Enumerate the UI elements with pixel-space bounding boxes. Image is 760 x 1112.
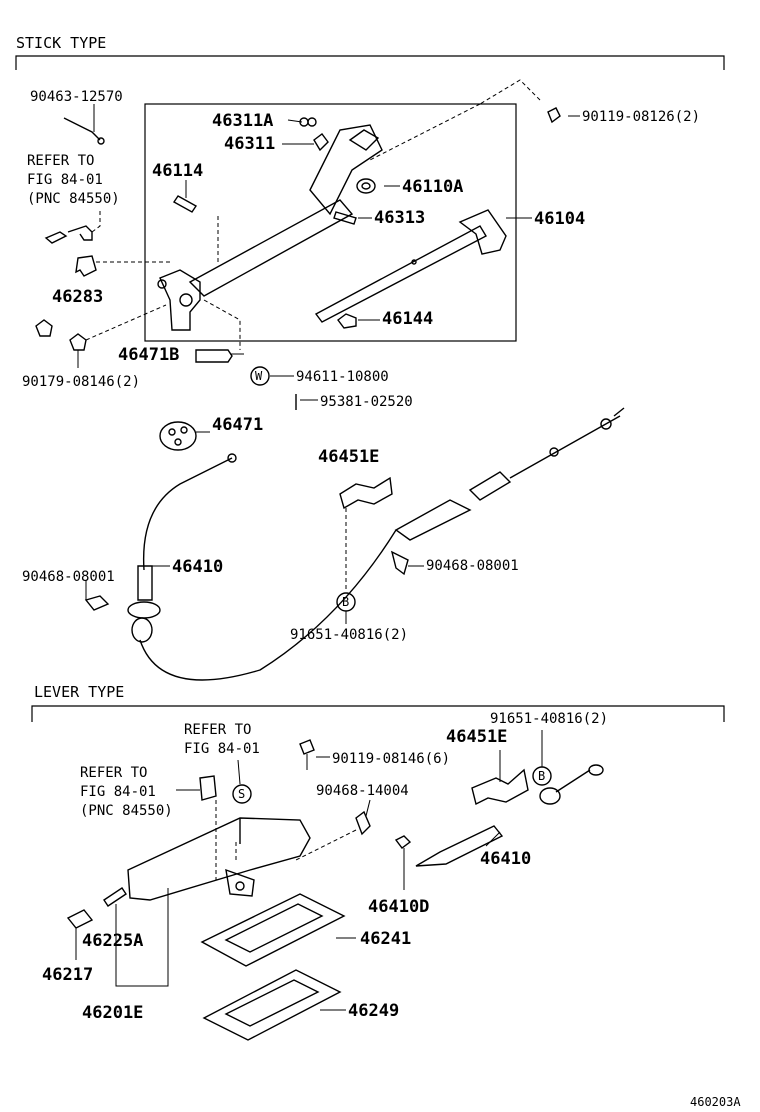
label-46410D: 46410D <box>368 897 429 917</box>
bolt-90119-08126 <box>369 79 561 161</box>
label-46451E-lever: 46451E <box>446 727 507 747</box>
rod-part <box>63 104 105 145</box>
label-46225A: 46225A <box>82 931 143 951</box>
washer-marker-letter: W <box>255 369 263 383</box>
label-46201E: 46201E <box>82 1003 143 1023</box>
label-46249: 46249 <box>348 1001 399 1021</box>
label-91651-40816-lever: 91651-40816(2) <box>490 711 608 727</box>
label-95381-02520: 95381-02520 <box>320 394 413 410</box>
marker-s-letter: S <box>238 787 245 801</box>
clip-90468-right <box>390 550 409 576</box>
label-refer1-line2: FIG 84-01 <box>27 172 103 188</box>
bracket-46451E-stick <box>339 476 393 592</box>
label-refer2-line1: REFER TO <box>80 765 147 781</box>
marker-b-stick-letter: B <box>342 595 349 609</box>
label-refer2-line2: FIG 84-01 <box>80 784 156 800</box>
stick-type-heading: STICK TYPE <box>16 34 106 52</box>
handle-leader <box>115 888 169 987</box>
label-refer2-line3: (PNC 84550) <box>80 803 173 819</box>
nut-parts <box>35 304 167 368</box>
label-46241: 46241 <box>360 929 411 949</box>
label-90179-08146: 90179-08146(2) <box>22 374 140 390</box>
cable-46410-stick <box>127 407 625 681</box>
clip-part <box>44 210 101 244</box>
lever-section-frame <box>31 705 725 722</box>
label-46410-lever: 46410 <box>480 849 531 869</box>
clip-90468-14004 <box>295 810 371 861</box>
label-46311: 46311 <box>224 134 275 154</box>
grip-46217 <box>66 909 94 960</box>
pin-46410D <box>394 835 412 890</box>
stick-type-section: STICK TYPE <box>15 34 725 342</box>
label-90463-12570: 90463-12570 <box>30 89 123 105</box>
stick-labels: 90463-12570 REFER TO FIG 84-01 (PNC 8455… <box>22 89 700 643</box>
marker-b-stick: B <box>336 592 356 624</box>
label-90119-08126: 90119-08126(2) <box>582 109 700 125</box>
label-90468-08001-right: 90468-08001 <box>426 558 519 574</box>
clip-90468-left <box>84 580 110 611</box>
label-90468-14004: 90468-14004 <box>316 783 409 799</box>
small-parts-46311 <box>282 117 329 152</box>
label-46283: 46283 <box>52 287 103 307</box>
label-46104: 46104 <box>534 209 585 229</box>
label-46451E-stick: 46451E <box>318 447 379 467</box>
label-46110A: 46110A <box>402 177 463 197</box>
pin-46114 <box>172 180 198 213</box>
spring-46225A <box>103 887 127 907</box>
lever-labels: 91651-40816(2) REFER TO FIG 84-01 REFER … <box>42 711 608 1023</box>
lever-type-heading: LEVER TYPE <box>34 683 124 701</box>
cap-46144 <box>337 313 357 329</box>
bracket-46283 <box>75 255 170 277</box>
label-refer1-line3: (PNC 84550) <box>27 191 120 207</box>
washer-w: W <box>250 366 297 410</box>
marker-b-lever-letter: B <box>538 769 545 783</box>
lever-assembly-box <box>144 103 517 342</box>
label-90468-08001-left: 90468-08001 <box>22 569 115 585</box>
lever-handle-46201E <box>127 817 311 901</box>
label-46217: 46217 <box>42 965 93 985</box>
lever-type-section: LEVER TYPE <box>31 683 725 722</box>
grommet-46471 <box>159 421 197 451</box>
label-46471B: 46471B <box>118 345 179 365</box>
label-94611-10800: 94611-10800 <box>296 369 389 385</box>
pin-46313 <box>333 211 357 225</box>
label-refer-s-line1: REFER TO <box>184 722 251 738</box>
label-46311A: 46311A <box>212 111 273 131</box>
label-46410-stick: 46410 <box>172 557 223 577</box>
bushing-46110A <box>356 178 376 194</box>
bolt-90119-08146 <box>299 739 315 770</box>
label-refer1-line1: REFER TO <box>27 153 94 169</box>
lever-leaders <box>115 750 501 930</box>
lever-assembly-46104 <box>157 124 532 350</box>
label-46313: 46313 <box>374 208 425 228</box>
stick-leaders <box>152 115 580 567</box>
stick-section-frame <box>15 55 725 70</box>
label-46471: 46471 <box>212 415 263 435</box>
bracket-refer-s: S <box>199 775 252 880</box>
diagram-code: 460203A <box>690 1095 741 1109</box>
pin-46471B <box>195 349 233 363</box>
plate-46241 <box>200 893 356 967</box>
gasket-46249 <box>202 969 346 1041</box>
cable-46410-lever <box>415 764 604 867</box>
washer-marker-circle <box>250 366 270 386</box>
label-refer-s-line2: FIG 84-01 <box>184 741 260 757</box>
label-90119-08146: 90119-08146(6) <box>332 751 450 767</box>
marker-b-lever: B <box>532 730 552 786</box>
label-46114: 46114 <box>152 161 203 181</box>
label-91651-40816-stick: 91651-40816(2) <box>290 627 408 643</box>
label-46144: 46144 <box>382 309 433 329</box>
